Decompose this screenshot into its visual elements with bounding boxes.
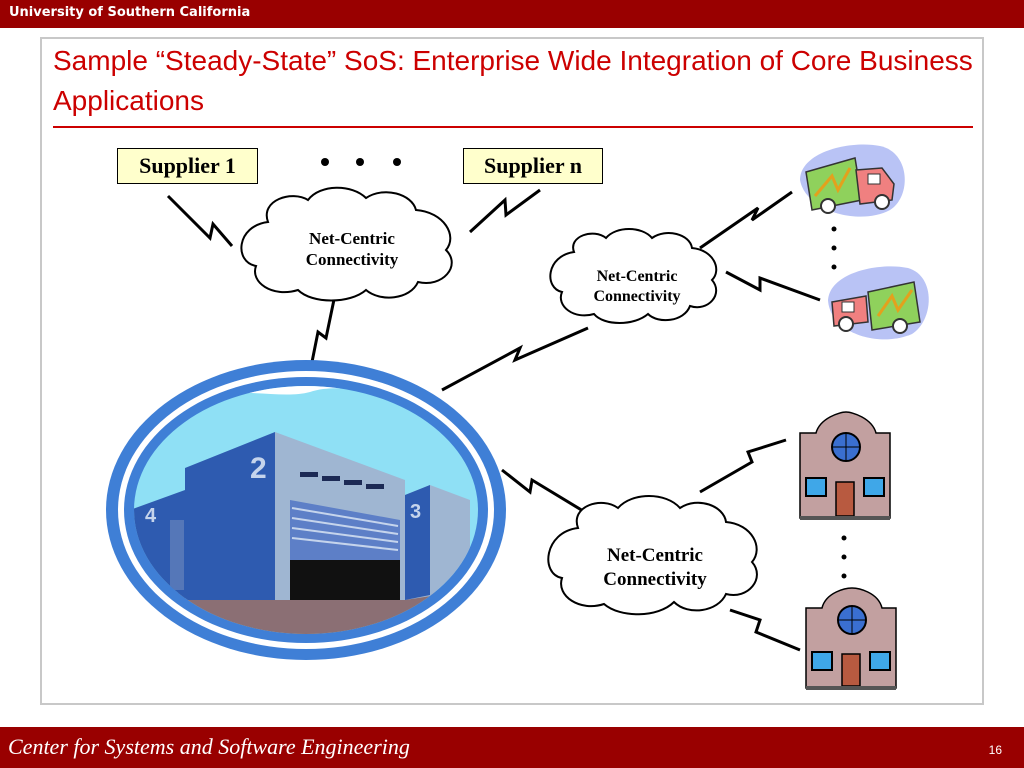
cloud-label-mid: Net-Centric Connectivity xyxy=(593,268,681,305)
header-bar: University of Southern California xyxy=(0,0,1024,28)
supplier-n-box: Supplier n xyxy=(463,148,603,184)
building-number-3: 3 xyxy=(410,501,421,523)
building-number-4: 4 xyxy=(145,505,157,527)
ellipsis-icon xyxy=(321,158,847,579)
connector-cloud-mid-truck-top xyxy=(699,190,793,250)
cloud-top xyxy=(240,186,453,302)
title-divider xyxy=(53,126,973,128)
cloud-bottom xyxy=(547,495,758,616)
warehouse-icon: 2 3 4 xyxy=(106,360,506,660)
footer-center-name: Center for Systems and Software Engineer… xyxy=(8,734,410,759)
supplier-1-box: Supplier 1 xyxy=(117,148,258,184)
connector-cloud-mid-truck-bottom xyxy=(725,270,821,302)
connector-cloud-bottom-store-top xyxy=(699,438,787,494)
slide-frame xyxy=(40,37,984,705)
cloud-mid xyxy=(549,228,718,324)
cloud-label-bottom: Net-Centric Connectivity xyxy=(603,545,707,590)
connector-cloud-warehouse xyxy=(310,289,338,363)
connector-warehouse-cloud-mid xyxy=(441,326,589,392)
delivery-truck-icon xyxy=(800,144,905,217)
connector-supplier1-cloud xyxy=(166,194,234,247)
footer-bar: Center for Systems and Software Engineer… xyxy=(0,727,1024,768)
page-number: 16 xyxy=(988,743,1002,757)
storefront-icon xyxy=(799,411,891,520)
institution-name: University of Southern California xyxy=(9,5,251,20)
storefront-icon xyxy=(805,587,897,690)
delivery-truck-icon xyxy=(828,266,929,340)
connector-warehouse-cloud-bottom xyxy=(501,468,599,522)
slide-title: Sample “Steady-State” SoS: Enterprise Wi… xyxy=(53,45,973,116)
connector-cloud-bottom-store-bottom xyxy=(729,608,801,652)
connector-suppliern-cloud xyxy=(468,188,541,234)
connector-lines xyxy=(166,188,821,652)
cloud-label-top: Net-Centric Connectivity xyxy=(305,229,399,270)
building-number-2: 2 xyxy=(250,452,267,485)
